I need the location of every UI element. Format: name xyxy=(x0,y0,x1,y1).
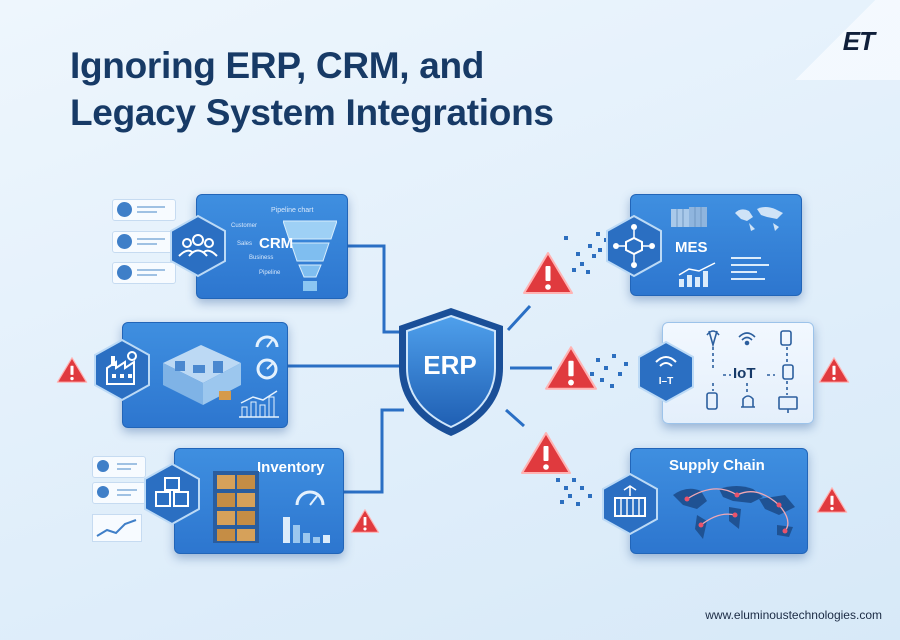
funnel-chart xyxy=(283,220,337,291)
warning-icon xyxy=(816,487,848,513)
network-cube-icon xyxy=(606,214,662,278)
factory-card xyxy=(122,322,288,428)
erp-mes-link xyxy=(506,304,532,332)
erp-hub-label: ERP xyxy=(423,350,477,380)
world-route-map xyxy=(673,486,795,539)
warning-icon xyxy=(545,346,597,390)
world-map-icon xyxy=(735,207,783,231)
gauge-icon xyxy=(255,335,279,348)
inventory-card: Inventory xyxy=(174,448,344,554)
brand-logo: ET xyxy=(842,26,875,56)
bar-chart-icon xyxy=(239,390,279,418)
crm-chart-title: Pipeline chart xyxy=(271,207,314,214)
crm-funnel-label: Customer xyxy=(231,223,258,229)
erp-supply-link xyxy=(505,408,525,428)
mini-line-chart xyxy=(92,514,142,542)
crm-funnel-label: Pipeline xyxy=(259,270,281,276)
erp-shield-icon xyxy=(399,308,503,436)
crm-user-tile xyxy=(112,199,176,221)
warning-icon xyxy=(56,357,88,383)
supply-chain-title: Supply Chain xyxy=(669,457,765,474)
crm-user-tile xyxy=(112,262,176,284)
container-stack-icon xyxy=(671,207,707,227)
bar-chart-icon xyxy=(283,517,330,543)
mes-title: MES xyxy=(675,239,708,256)
inventory-list-tile xyxy=(92,456,146,478)
warehouse-shelves-illustration xyxy=(213,471,259,543)
wireless-sensor-icon: I–T xyxy=(638,340,694,404)
crm-funnel-label: Sales xyxy=(237,241,253,247)
warning-icon xyxy=(350,509,380,533)
warning-icon xyxy=(818,357,850,383)
mes-list xyxy=(731,257,769,280)
boxes-icon xyxy=(144,462,200,526)
iot-hex-label: I–T xyxy=(659,376,673,387)
page-title: Ignoring ERP, CRM, and Legacy System Int… xyxy=(70,42,554,136)
crm-user-tile xyxy=(112,231,176,253)
crm-erp-link xyxy=(346,244,404,334)
factory-icon xyxy=(94,338,150,402)
iot-device-network xyxy=(706,330,798,413)
warning-icon xyxy=(523,252,573,294)
shipping-container-icon xyxy=(602,472,658,536)
factory-floor-illustration xyxy=(163,345,241,405)
warning-icon xyxy=(521,432,571,474)
title-line-2: Legacy System Integrations xyxy=(70,92,554,133)
inventory-list-tile xyxy=(92,482,146,504)
iot-title: IoT xyxy=(733,365,756,382)
crm-funnel-label: Business xyxy=(249,255,274,261)
inventory-title: Inventory xyxy=(257,459,325,476)
corner-accent xyxy=(770,0,900,80)
bar-chart-icon xyxy=(678,262,716,287)
people-group-icon xyxy=(170,214,226,278)
supply-chain-card: Supply Chain xyxy=(630,448,808,554)
crm-title: CRM xyxy=(259,235,294,252)
title-line-1: Ignoring ERP, CRM, and xyxy=(70,45,485,86)
website-url: www.eluminoustechnologies.com xyxy=(705,608,882,622)
inventory-erp-link xyxy=(342,408,404,494)
gauge-icon xyxy=(256,358,278,380)
gauge-icon xyxy=(295,490,325,506)
